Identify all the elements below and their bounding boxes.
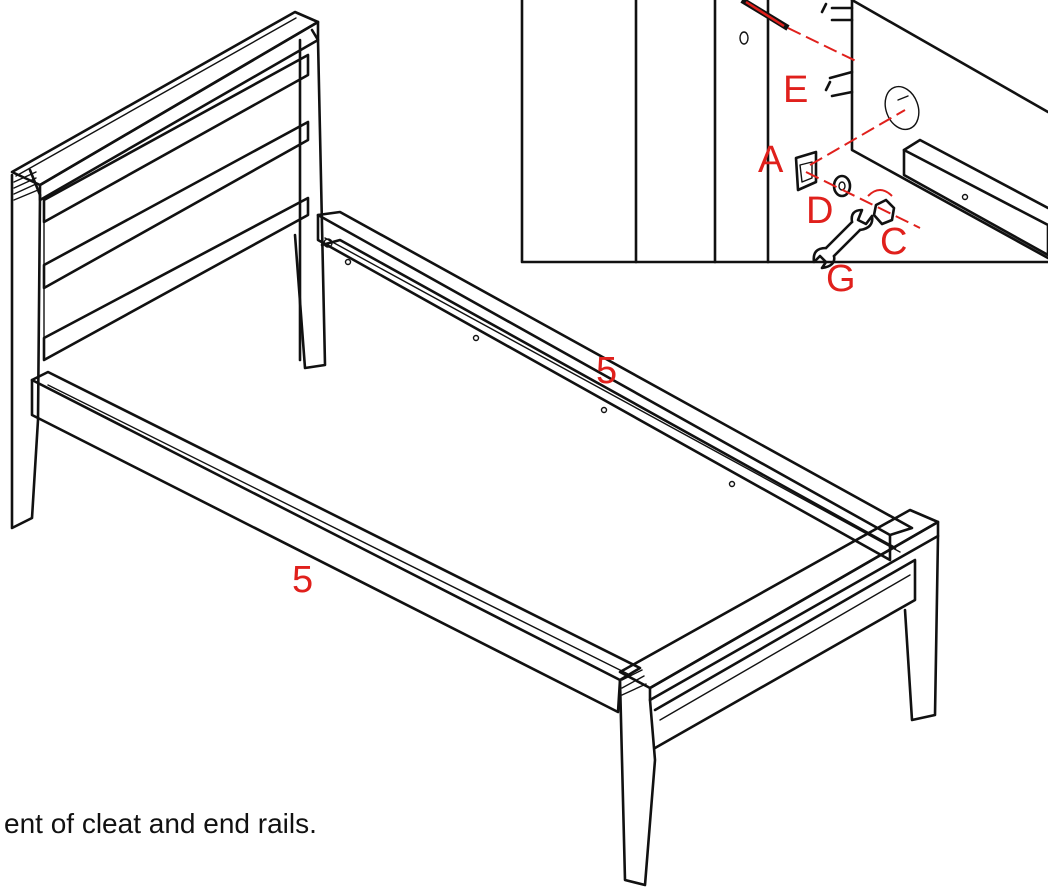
headboard [10,10,327,530]
back-side-rail [316,210,914,562]
headboard-slat-2 [42,120,310,290]
instruction-caption: ent of cleat and end rails. [4,808,317,839]
label-part-c: C [880,221,907,263]
label-part-d: D [806,190,833,232]
headboard-cap-grain [13,171,39,201]
part-labels: E A D C G 5 5 [292,69,907,601]
headboard-right-post [293,28,327,370]
label-back-rail: 5 [596,350,617,392]
footboard [618,508,940,887]
headboard-slat-1 [42,53,310,224]
footboard-panel [653,558,917,750]
bracket-a [794,150,818,192]
label-part-g: G [826,258,856,300]
footboard-right-post [903,534,940,722]
label-part-e: E [783,69,808,111]
headboard-slat-3 [42,196,310,362]
headboard-left-post [10,173,42,530]
label-front-rail: 5 [292,559,313,601]
hardware-detail-inset [520,0,1048,270]
nut-c [872,198,896,226]
label-part-a: A [758,139,784,181]
wrench-g [824,220,862,258]
footboard-left-post [618,678,657,887]
front-side-rail [30,370,642,714]
